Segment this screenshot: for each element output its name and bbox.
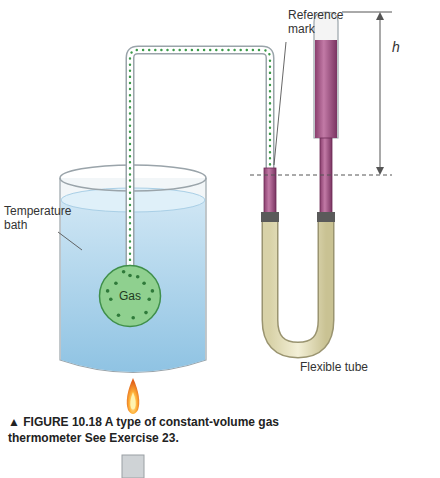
gas-label: Gas xyxy=(98,289,162,303)
figure-caption: ▲ FIGURE 10.18 A type of constant-volume… xyxy=(8,414,326,446)
gas-bulb: Gas xyxy=(98,264,162,328)
height-label: h xyxy=(392,40,412,54)
bath-label: Temperature bath xyxy=(4,204,84,232)
tube-label: Flexible tube xyxy=(300,360,380,374)
reference-mark-label: Reference mark xyxy=(288,8,354,36)
